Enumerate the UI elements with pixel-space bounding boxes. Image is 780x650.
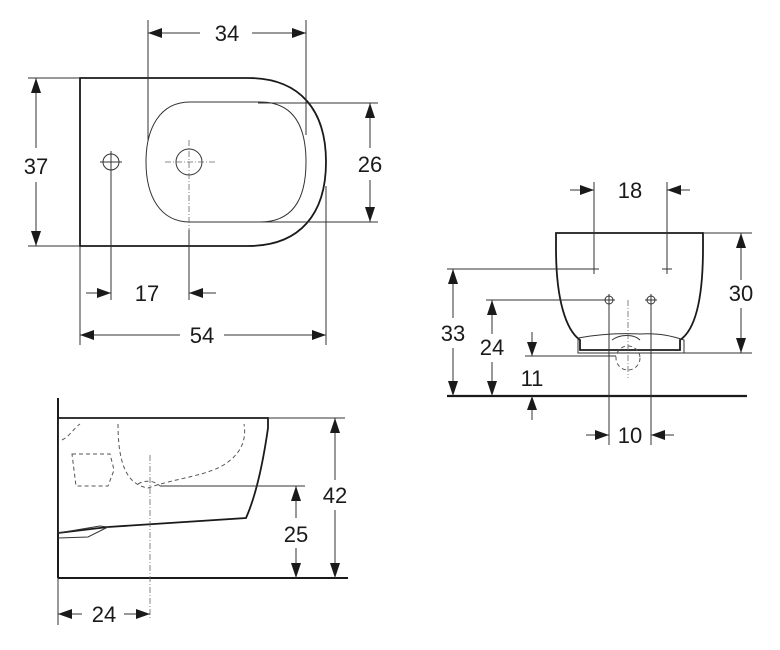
fixing-points-lower (603, 294, 657, 306)
front-view-outline (555, 232, 704, 351)
dim-17-label: 17 (135, 281, 159, 306)
side-view-outline (57, 417, 269, 535)
dim-54-label: 54 (190, 323, 214, 348)
dim-26: 26 (358, 103, 382, 222)
dim-25-label: 25 (284, 522, 308, 547)
dim-26-label: 26 (358, 152, 382, 177)
dim-34-label: 34 (215, 21, 239, 46)
dim-33-label: 33 (441, 321, 465, 346)
dim-11: 11 (521, 332, 544, 420)
dim-18: 18 (570, 178, 690, 203)
dim-42-label: 42 (323, 483, 347, 508)
dim-37-label: 37 (24, 154, 48, 179)
dim-33: 33 (441, 269, 465, 396)
dim-24-front: 24 (480, 300, 504, 396)
top-view: 34 37 26 17 (24, 20, 382, 348)
dim-30: 30 (729, 233, 753, 353)
dim-24-side: 24 (57, 578, 150, 627)
dim-17: 17 (86, 281, 216, 306)
dim-25: 25 (284, 486, 308, 578)
dim-54: 54 (80, 323, 326, 348)
dim-10-label: 10 (618, 423, 642, 448)
dim-37: 37 (24, 78, 48, 246)
front-view: 18 30 33 24 (441, 178, 753, 448)
dim-42: 42 (323, 418, 347, 578)
dim-34: 34 (148, 21, 306, 46)
dim-30-label: 30 (729, 281, 753, 306)
dim-24-front-label: 24 (480, 335, 504, 360)
side-view: 42 25 24 (57, 398, 348, 627)
dim-11-label: 11 (521, 366, 544, 391)
dim-18-label: 18 (618, 178, 642, 203)
dim-10: 10 (586, 423, 674, 448)
fixing-points-upper (589, 264, 672, 274)
dim-24-side-label: 24 (92, 602, 116, 627)
